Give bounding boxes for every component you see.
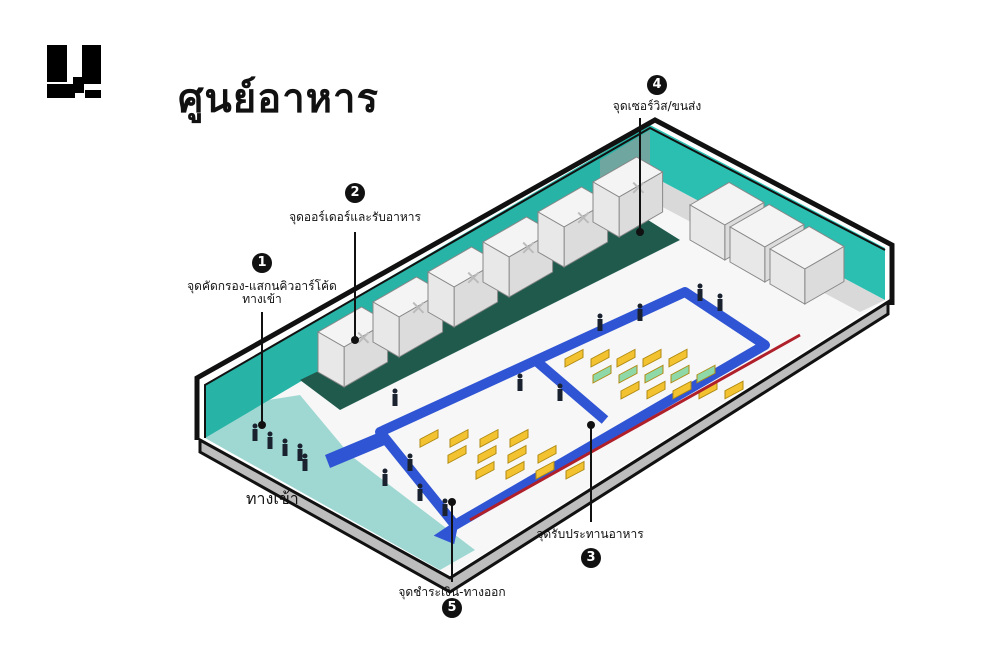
person-figure: [717, 293, 723, 311]
food-stall-front: [537, 211, 565, 268]
food-stall-front: [592, 181, 620, 238]
stall-x-mark: ✕: [520, 236, 537, 260]
person-figure: [557, 383, 563, 401]
label-screening-line1: จุดคัดกรอง-แสกนคิวอาร์โค้ด: [187, 279, 337, 293]
dining-table: [447, 444, 467, 465]
food-stall-front: [427, 271, 455, 328]
stall-x-mark: ✕: [410, 296, 427, 320]
stall-x-mark: ✕: [465, 266, 482, 290]
walkway-loop: [375, 287, 770, 530]
stall-x-mark: ✕: [575, 206, 592, 230]
leader-dots: [258, 228, 644, 506]
dining-table: [646, 380, 666, 400]
label-screening: จุดคัดกรอง-แสกนคิวอาร์โค้ดทางเข้า: [187, 280, 337, 306]
label-service: จุดเซอร์วิส/ขนส่ง: [612, 99, 702, 113]
person-figure: [382, 468, 388, 486]
person-figure: [407, 453, 413, 471]
label-order: จุดออร์เดอร์และรับอาหาร: [289, 210, 421, 224]
label-dining: จุดรับประทานอาหาร: [536, 527, 644, 541]
service-stall-front: [689, 204, 726, 261]
dining-table: [505, 460, 525, 480]
person-figure: [597, 313, 603, 331]
front-rail: [469, 333, 801, 522]
dining-table: [592, 364, 612, 384]
dining-table: [564, 348, 584, 368]
marker-4: 4: [647, 75, 667, 95]
service-stall-front: [729, 226, 766, 283]
dining-table: [672, 380, 692, 400]
stall-x-mark: ✕: [630, 176, 647, 200]
person-figure: [697, 283, 703, 301]
dining-table: [616, 348, 636, 368]
person-figure: [267, 431, 273, 449]
person-figure: [442, 498, 448, 516]
dining-table: [590, 348, 610, 368]
dining-table: [419, 428, 439, 449]
page-title: ศูนย์อาหาร: [178, 76, 379, 122]
walkway-divider: [531, 356, 609, 424]
dining-table: [479, 428, 499, 448]
food-stall-front: [372, 301, 400, 358]
entrance-label: ทางเข้า: [246, 489, 299, 508]
person-figure: [417, 483, 423, 501]
leader-lines: [261, 118, 641, 582]
person-figure: [297, 443, 303, 461]
dining-table: [509, 428, 529, 448]
person-figure: [637, 303, 643, 321]
stall-x-mark: ✕: [355, 326, 372, 350]
marker-3: 3: [581, 548, 601, 568]
dining-table: [565, 460, 585, 480]
marker-2: 2: [345, 183, 365, 203]
dining-table: [537, 444, 557, 464]
stall-counter-zone: [300, 215, 680, 410]
person-figure: [517, 373, 523, 391]
dining-table: [507, 444, 527, 464]
label-payment-exit: จุดชำระเงิน-ทางออก: [398, 585, 506, 599]
dining-table: [724, 380, 744, 400]
marker-5: 5: [442, 598, 462, 618]
entry-arrow: [325, 432, 385, 468]
dining-table: [618, 364, 638, 384]
food-stall-front: [482, 241, 510, 298]
label-screening-line2: ทางเข้า: [242, 292, 282, 306]
dining-table: [449, 428, 469, 448]
inner-wall-outline: [204, 126, 886, 438]
dining-table: [642, 348, 662, 368]
wall-outline: [194, 117, 895, 440]
dining-table: [477, 444, 497, 464]
person-figure: [252, 423, 258, 441]
dining-table: [620, 380, 640, 400]
brand-logo: [47, 45, 101, 98]
dining-table: [696, 364, 716, 384]
dining-table: [668, 348, 688, 368]
person-figure: [302, 453, 308, 471]
dining-table: [670, 364, 690, 384]
floor-slab-edge: [198, 299, 890, 594]
food-stall-front: [317, 331, 345, 388]
marker-1: 1: [252, 253, 272, 273]
person-figure: [392, 388, 398, 406]
person-figure: [282, 438, 288, 456]
service-stall-front: [769, 248, 806, 305]
dining-table: [475, 460, 495, 480]
dining-table: [644, 364, 664, 384]
dining-table: [535, 460, 555, 480]
